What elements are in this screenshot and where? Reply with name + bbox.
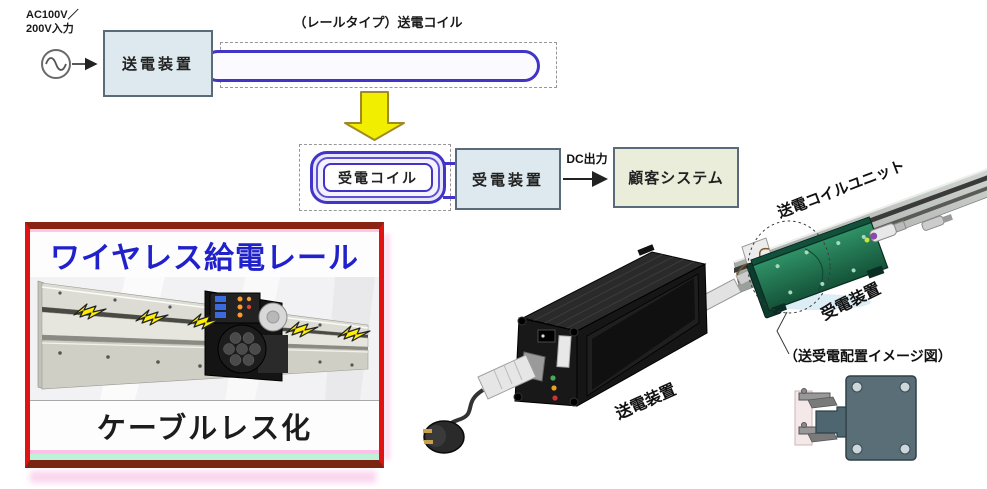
panel-divider [30,400,379,401]
receiver-coil: 受電コイル [310,151,446,204]
transmitter-box: 送電装置 [103,30,213,97]
rail-coil-loop [202,50,540,82]
panel-title: ワイヤレス給電レール [49,241,360,275]
lightning-bolt-icon [187,313,221,330]
compression-artifact-strip [30,450,379,454]
cross-section-sketch [794,375,917,461]
customer-system-box: 顧客システム [613,147,739,208]
lightning-bolt-icon [337,325,371,342]
panel-caption: ケーブルレス化 [96,412,313,445]
sketch-caption: （送受電配置イメージ図） [784,348,952,364]
label-sticker [556,335,572,368]
led-green [550,375,556,381]
power-connector [477,354,537,400]
compression-artifact-strip [30,454,379,460]
ac-input-label: AC100V／ 200V入力 [26,9,79,35]
lightning-bolts [73,303,371,342]
transmitter-render [423,244,708,454]
rail-coil-label: （レールタイプ）送電コイル [293,15,463,30]
callout-circle [747,220,831,314]
rail-carriage [204,290,288,382]
wireless-rail-panel: ワイヤレス給電レール [25,222,384,468]
led-orange [551,385,557,391]
coil-lead-wire [443,162,458,165]
ac-source-icon [41,49,71,79]
coil-lead-wire [443,196,458,199]
receiver-coil-label: 受電コイル [323,163,433,192]
rail-coil-clamp [798,388,838,409]
rail-fitting [869,220,907,243]
lightning-bolt-icon [73,303,107,320]
rail-photo [30,277,379,400]
pickup-core-section [815,406,847,438]
dc-output-label: DC出力 [566,152,608,166]
lightning-bolt-icon [285,321,319,338]
receiver-coil-winding: 受電コイル [316,157,440,198]
callout-leader-line [776,311,790,355]
down-arrow-icon [344,91,405,141]
lightning-bolt-icon [135,309,169,326]
compression-artifact-strip [30,229,379,232]
power-switch [537,329,556,343]
led-red [552,395,558,401]
rail-fitting [921,214,953,231]
power-plug [423,420,465,454]
receiver-unit-render [746,216,889,319]
receiver-coil-boundary [299,144,451,211]
receiver-box: 受電装置 [455,148,561,210]
